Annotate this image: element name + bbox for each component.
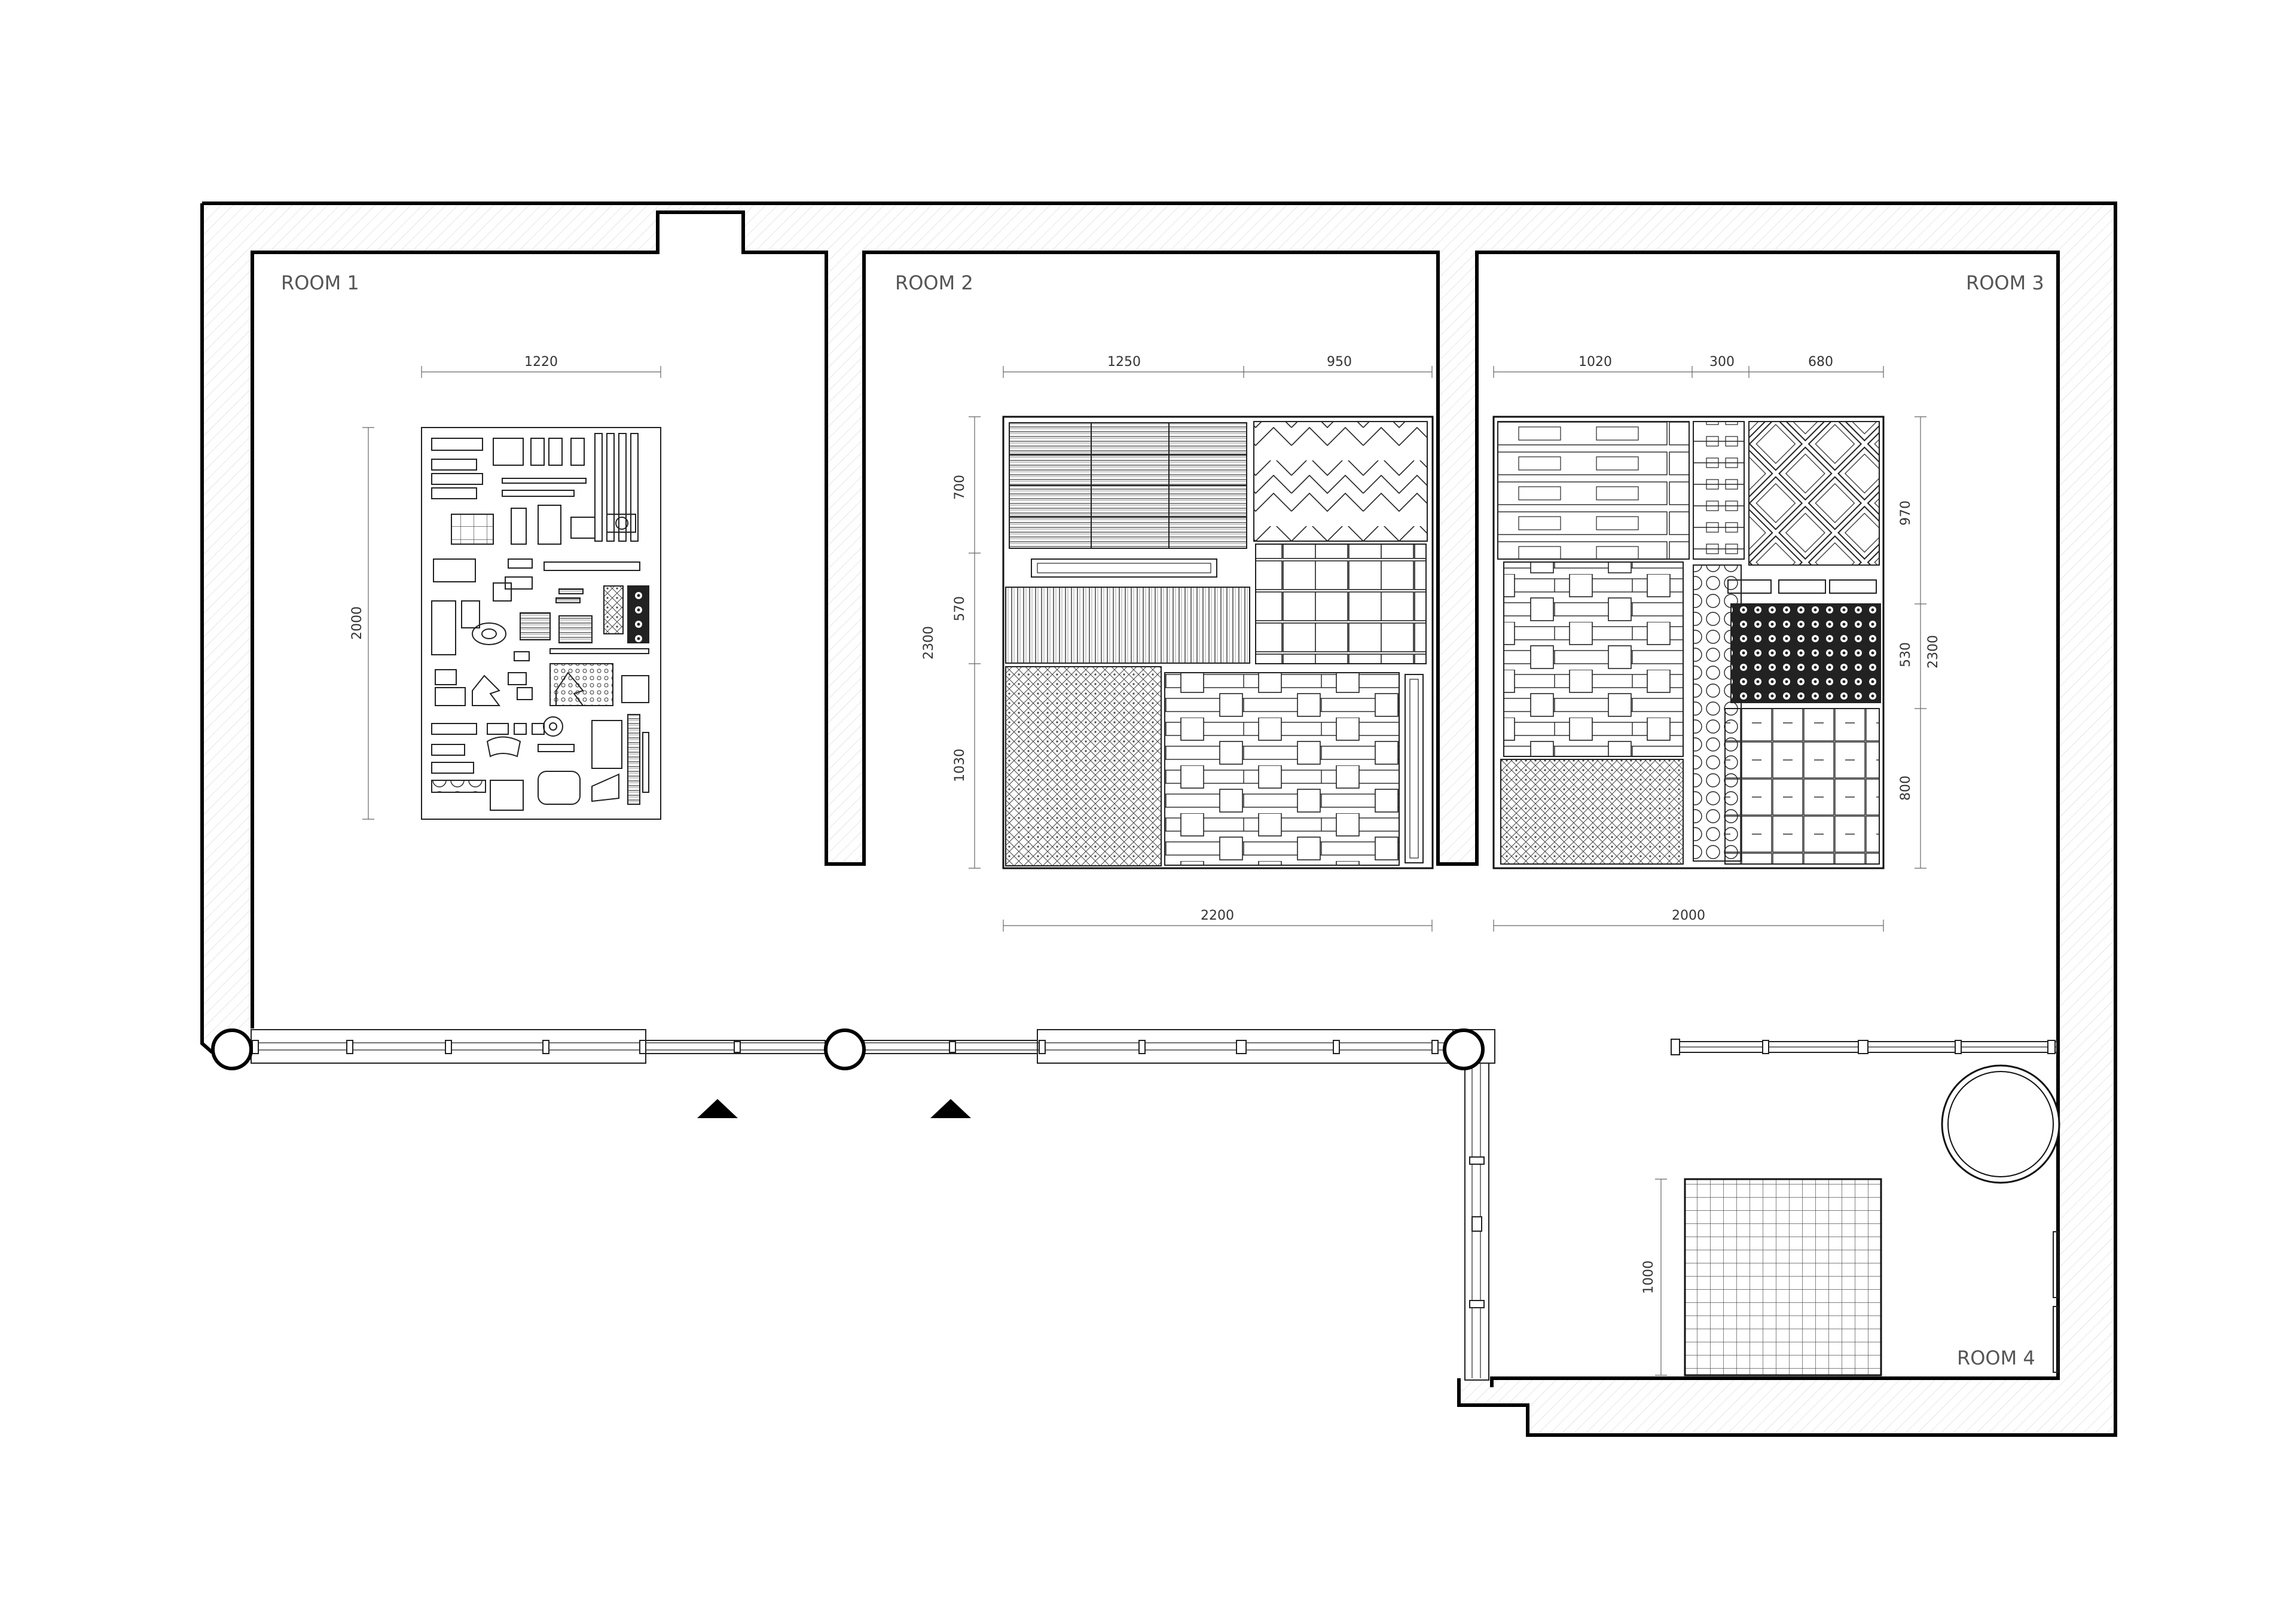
dimension-room2-left-b: 570 bbox=[952, 596, 967, 621]
dimension-room3-top-a: 1020 bbox=[1578, 355, 1612, 370]
dimension-room3-top-b: 300 bbox=[1709, 355, 1735, 370]
room-4-label: ROOM 4 bbox=[1957, 1347, 2035, 1369]
column-markers bbox=[211, 1028, 1485, 1070]
room-1-dimensions: 1220 2000 bbox=[350, 355, 661, 820]
dimension-room2-top-b: 950 bbox=[1327, 355, 1352, 370]
room-2-sample-board bbox=[1002, 416, 1434, 869]
room-2-label: ROOM 2 bbox=[895, 271, 973, 294]
room-3-label: ROOM 3 bbox=[1966, 271, 2044, 294]
dimension-room2-top-a: 1250 bbox=[1107, 355, 1141, 370]
dimension-room2-left-a: 700 bbox=[952, 475, 967, 500]
room-3-sample-board bbox=[1492, 416, 1885, 869]
glazed-partition bbox=[211, 1028, 2057, 1381]
building-walls bbox=[200, 202, 2117, 1437]
dimension-room3-right-b: 530 bbox=[1898, 642, 1913, 667]
dimension-room4-grid: 1000 bbox=[1641, 1260, 1656, 1294]
room-3-dimensions: 1020 300 680 970 530 800 2300 2000 bbox=[1493, 355, 1941, 932]
dimension-room3-right-total: 2300 bbox=[1926, 635, 1941, 668]
dimension-room3-bottom: 2000 bbox=[1672, 908, 1705, 923]
dimension-room2-bottom: 2200 bbox=[1201, 908, 1234, 923]
dimension-room3-right-a: 970 bbox=[1898, 500, 1913, 526]
dimension-room1-height: 2000 bbox=[350, 606, 365, 640]
entrance-arrow-icon bbox=[697, 1099, 971, 1118]
dimension-room3-right-c: 800 bbox=[1898, 776, 1913, 801]
room-1-label: ROOM 1 bbox=[281, 271, 359, 294]
room-4-round-table bbox=[1941, 1064, 2060, 1184]
room-2-dimensions: 1250 950 2300 700 570 1030 2200 bbox=[921, 355, 1433, 932]
dimension-room2-left-total: 2300 bbox=[921, 626, 936, 660]
dimension-room1-width: 1220 bbox=[524, 355, 558, 370]
dimension-room3-top-c: 680 bbox=[1808, 355, 1833, 370]
room-1-sample-board bbox=[421, 427, 661, 820]
room-4-dimensions: 1000 bbox=[1641, 1179, 1667, 1376]
room-4-wall-panels bbox=[2053, 1231, 2059, 1373]
dimension-room2-left-c: 1030 bbox=[952, 749, 967, 782]
room-4-grid-panel bbox=[1684, 1178, 1882, 1376]
